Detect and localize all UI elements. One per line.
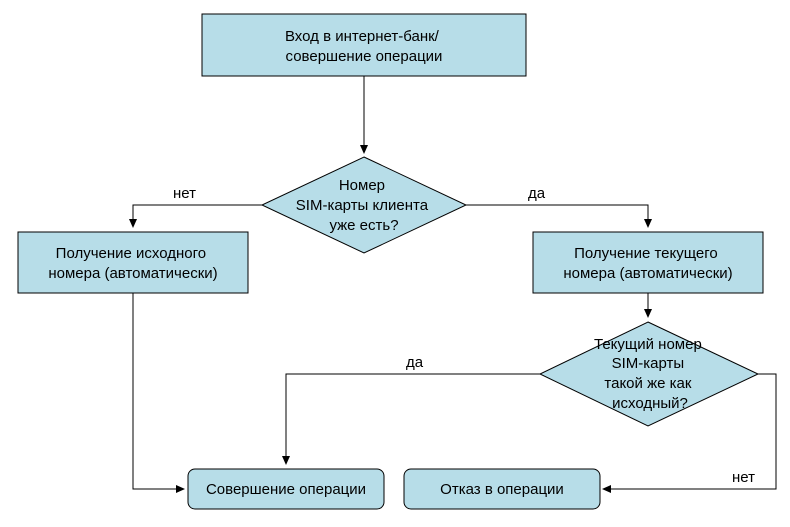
svg-text:Отказ в операции: Отказ в операции xyxy=(440,481,564,498)
node-get-current-line2: номера (автоматически) xyxy=(563,265,732,282)
edge-original-to-perform xyxy=(132,293,185,493)
decision-same-line4: исходный? xyxy=(612,395,688,412)
node-refuse-box xyxy=(403,468,601,510)
edge-decision1-yes xyxy=(466,204,652,228)
connectors xyxy=(129,76,777,493)
node-decision-sim-exists: Номер SIM-карты клиента уже есть? xyxy=(260,156,468,254)
node-perform-line1: Совершение операции xyxy=(206,481,366,498)
node-get-original-box xyxy=(17,231,249,294)
edge-label-yes-1: да xyxy=(528,185,546,202)
svg-text:Получение исходного номе: Получение исходного номера (автоматическ… xyxy=(48,245,217,282)
node-start-line1: Вход в интернет-банк/ xyxy=(285,28,440,45)
node-get-original-line2: номера (автоматически) xyxy=(48,265,217,282)
svg-text:Вход в интернет-банк/ со: Вход в интернет-банк/ совершение операци… xyxy=(285,28,443,65)
decision-sim-exists-diamond xyxy=(260,156,468,254)
node-start: Вход в интернет-банк/ совершение операци… xyxy=(201,13,527,77)
decision-same-line2: SIM-карты xyxy=(612,355,685,372)
node-get-current: Получение текущего номера (автоматически… xyxy=(532,231,764,294)
svg-text:Получение текущего номер: Получение текущего номера (автоматически… xyxy=(563,245,732,282)
edge-label-no-2: нет xyxy=(732,469,755,486)
node-get-original: Получение исходного номера (автоматическ… xyxy=(17,231,249,294)
node-start-box xyxy=(201,13,527,77)
node-decision-same: Текущий номер SIM-карты такой же как исх… xyxy=(538,321,760,427)
svg-text:Номер SIM-карты клиента: Номер SIM-карты клиента уже есть? xyxy=(296,177,432,234)
decision-sim-exists-line3: уже есть? xyxy=(329,217,398,234)
node-refuse: Отказ в операции xyxy=(403,468,601,510)
node-get-original-line1: Получение исходного xyxy=(56,245,206,262)
node-get-current-line1: Получение текущего xyxy=(574,245,718,262)
node-perform: Совершение операции xyxy=(187,468,385,510)
decision-same-line1: Текущий номер xyxy=(594,336,702,353)
decision-sim-exists-line1: Номер xyxy=(339,177,385,194)
edge-label-no-1: нет xyxy=(173,185,196,202)
svg-text:Текущий номер SIM-карты: Текущий номер SIM-карты такой же как исх… xyxy=(594,336,706,412)
svg-text:Совершение операции: Совершение операции xyxy=(206,481,366,498)
decision-same-line3: такой же как xyxy=(604,375,691,392)
node-refuse-line1: Отказ в операции xyxy=(440,481,564,498)
edge-decision2-no xyxy=(602,373,777,493)
edge-label-yes-2: да xyxy=(406,354,424,371)
decision-sim-exists-line2: SIM-карты клиента xyxy=(296,197,429,214)
node-get-current-box xyxy=(532,231,764,294)
edge-decision2-yes xyxy=(282,373,540,465)
decision-same-diamond xyxy=(538,321,760,427)
edge-decision1-no xyxy=(129,204,262,228)
node-start-line2: совершение операции xyxy=(286,48,443,65)
node-perform-box xyxy=(187,468,385,510)
